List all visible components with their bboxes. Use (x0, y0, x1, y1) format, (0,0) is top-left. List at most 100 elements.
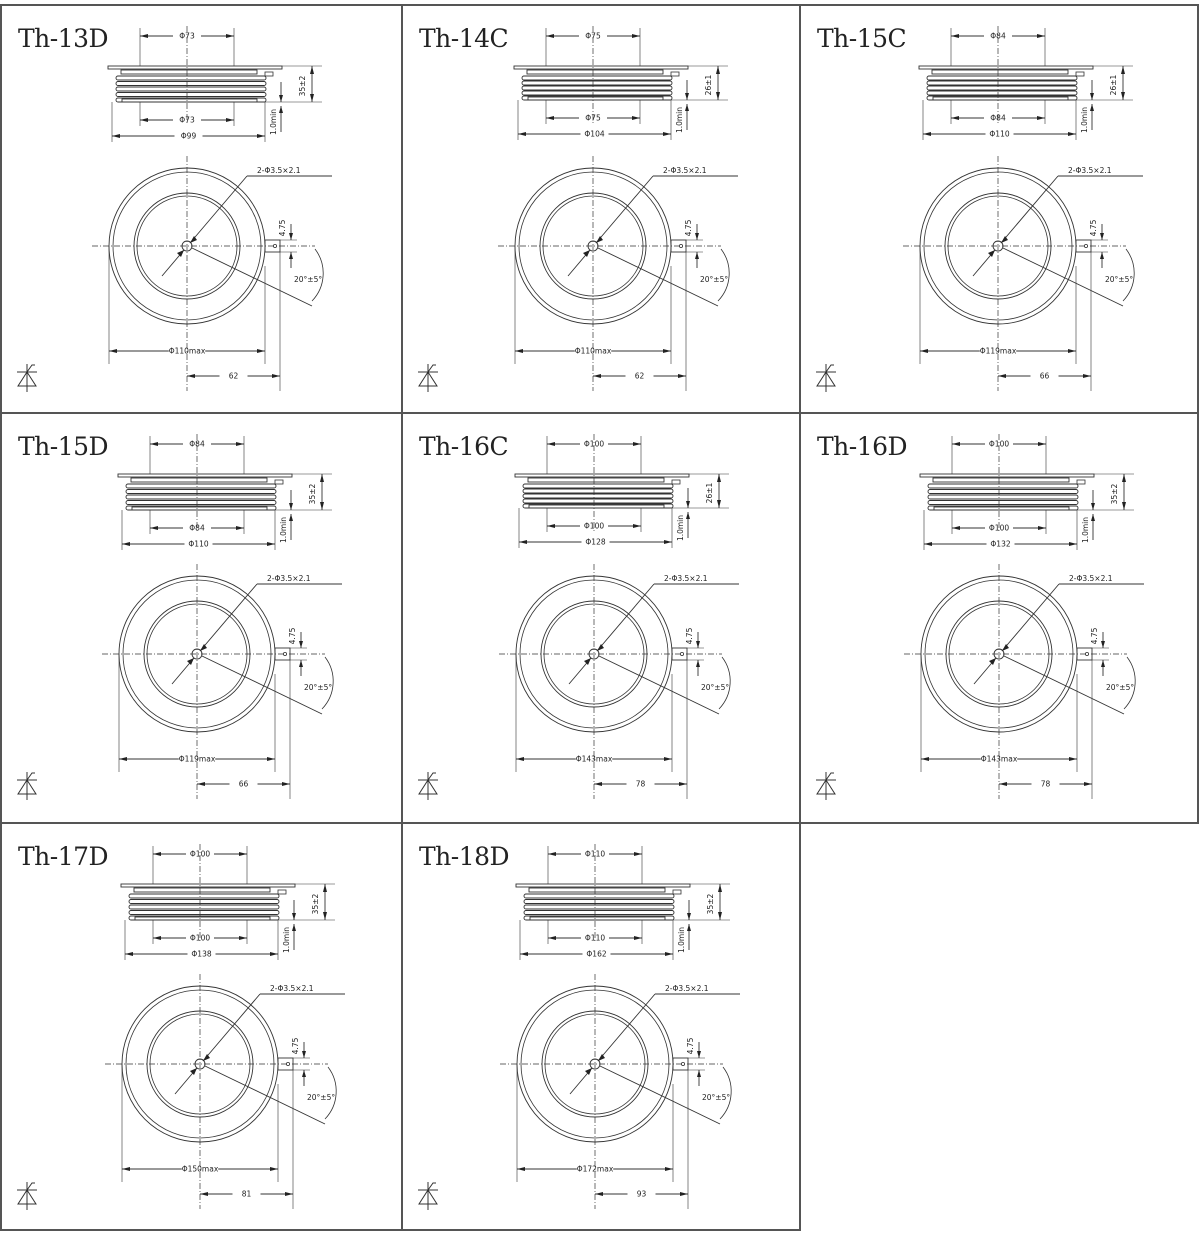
arrowhead (1069, 542, 1077, 546)
angle-label: 20°±5° (701, 683, 729, 692)
panel-title: Th-16C (419, 432, 509, 461)
centering-hole (993, 648, 1005, 660)
symbol-gate (26, 364, 35, 373)
height-dim-label: 35±2 (298, 75, 307, 96)
arrowhead (515, 349, 523, 353)
gate-tab (672, 1057, 689, 1071)
arrowhead (632, 34, 640, 38)
top-electrode (133, 887, 271, 893)
angle-line (598, 655, 720, 715)
angle-label: 20°±5° (700, 275, 728, 284)
ceramic-shed (522, 498, 674, 504)
centering-hole (194, 1058, 206, 1070)
hole-leader (595, 175, 654, 244)
ceramic-shed (927, 500, 1079, 505)
arrowhead (190, 236, 197, 243)
ceramic-shed (115, 75, 267, 81)
arrowhead (200, 1192, 208, 1196)
arrowhead (272, 374, 280, 378)
centering-hole (588, 648, 600, 660)
arrowhead (270, 1167, 278, 1171)
pole-face-circle (944, 192, 1052, 300)
arrowhead (153, 936, 161, 940)
arrowhead (924, 542, 932, 546)
centering-hole (587, 240, 599, 252)
arrowhead (717, 474, 721, 482)
pole-face-inner-edge (149, 1013, 251, 1115)
thyristor-symbol-icon (418, 364, 438, 392)
max-diameter-dim-label: Φ172max (577, 1165, 614, 1174)
arrowhead (236, 526, 244, 530)
gate-lead (1075, 71, 1085, 77)
flange-diameter-dim-label: Φ110 (188, 540, 208, 549)
arrowhead (1038, 442, 1046, 446)
ceramic-shed (125, 489, 277, 494)
panel-title: Th-18D (419, 842, 510, 871)
arrowhead (921, 757, 929, 761)
arrowhead (279, 106, 283, 113)
bottom-diameter-dim-label: Φ100 (190, 934, 210, 943)
symbol-triangle (17, 1189, 37, 1205)
gate-lead (277, 889, 287, 895)
ceramic-shed (926, 85, 1078, 91)
outline-drawing: Φ8426±11.0minΦ84Φ1102-Φ3.5×2.14.7520°±5°… (816, 26, 1143, 392)
outline-drawing: Φ10035±21.0minΦ100Φ1382-Φ3.5×2.14.7520°±… (17, 844, 345, 1210)
clearance-dim-label: 1.0min (676, 515, 685, 541)
arrowhead (226, 118, 234, 122)
arrowhead (517, 1167, 525, 1171)
outer-circle-inner-edge (520, 989, 670, 1139)
arrowhead (310, 66, 314, 74)
arrowhead (203, 1054, 210, 1061)
hole-label: 2-Φ3.5×2.1 (257, 166, 301, 175)
arrowhead (520, 952, 528, 956)
gate-width-dim-label: 4.75 (686, 1037, 695, 1054)
arrowhead (302, 1051, 306, 1058)
height-dim-label: 26±1 (705, 482, 714, 503)
arrowhead (999, 782, 1007, 786)
arrowhead (320, 474, 324, 482)
arrowhead (239, 936, 247, 940)
outer-circle-inner-edge (519, 579, 669, 729)
symbol-gate (427, 1182, 436, 1191)
top-electrode (527, 477, 665, 483)
angle-label: 20°±5° (307, 1093, 335, 1102)
flange-diameter-dim-label: Φ162 (586, 950, 606, 959)
gate-width-dim-label: 4.75 (288, 627, 297, 644)
pole-face-inner-edge (542, 195, 644, 297)
arrowhead (1121, 92, 1125, 100)
symbol-triangle (418, 1189, 438, 1205)
arrowhead (323, 884, 327, 892)
ceramic-shed (128, 910, 280, 915)
gate-offset-dim-label: 78 (636, 780, 646, 789)
symbol-triangle (816, 371, 836, 387)
arrowhead (718, 884, 722, 892)
arrowhead (594, 782, 602, 786)
height-dim-label: 35±2 (706, 893, 715, 914)
panel-title: Th-16D (817, 432, 908, 461)
top-diameter-dim-label: Φ84 (189, 440, 205, 449)
arrowhead (289, 514, 293, 521)
arrowhead (685, 93, 689, 100)
top-electrode (932, 477, 1070, 483)
arrowhead (257, 134, 265, 138)
outer-circle-inner-edge (923, 171, 1073, 321)
arrowhead (519, 540, 527, 544)
arrowhead (547, 442, 555, 446)
arrowhead (952, 442, 960, 446)
panel-title: Th-13D (18, 24, 109, 53)
arrowhead (518, 132, 526, 136)
arrowhead (716, 92, 720, 100)
outline-drawing: Φ7335±21.0minΦ73Φ992-Φ3.5×2.14.7520°±5°Φ… (17, 26, 332, 392)
arrowhead (299, 641, 303, 648)
arrowhead (678, 374, 686, 378)
arrowhead (633, 442, 641, 446)
arrowhead (226, 34, 234, 38)
thyristor-symbol-icon (17, 364, 37, 392)
pole-face-circle (540, 600, 648, 708)
centering-hole (589, 1058, 601, 1070)
pole-face-inner-edge (948, 603, 1050, 705)
arrowhead (187, 374, 195, 378)
